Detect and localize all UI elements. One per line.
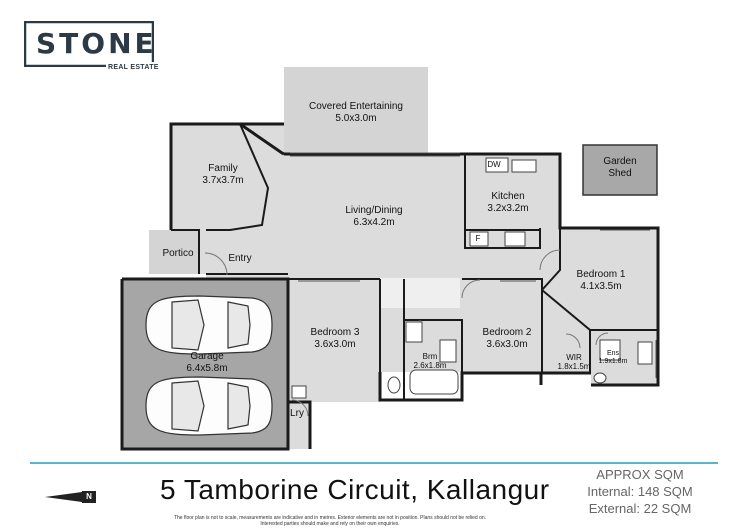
wall-garage-inner bbox=[288, 400, 312, 449]
wir-name: WIR bbox=[566, 353, 582, 362]
bedroom2-size: 3.6x3.0m bbox=[486, 339, 528, 350]
wir-size: 1.8x1.5m bbox=[557, 362, 591, 371]
living-dining-name: Living/Dining bbox=[345, 205, 403, 216]
garden-shed-label: Garden Shed bbox=[600, 156, 640, 180]
bedroom2-label: Bedroom 2 3.6x3.0m bbox=[483, 327, 532, 351]
wall-bottom bbox=[378, 371, 541, 402]
ens-name: Ens bbox=[606, 350, 620, 357]
bedroom3-label: Bedroom 3 3.6x3.0m bbox=[311, 327, 360, 351]
wall-top bbox=[284, 152, 660, 387]
wir-label: WIR 1.8x1.5m bbox=[558, 353, 591, 371]
vanity-brm bbox=[439, 339, 457, 363]
approx-sqm: APPROX SQM Internal: 148 SQM External: 2… bbox=[570, 466, 710, 517]
family-size: 3.7x3.7m bbox=[202, 175, 244, 186]
approx-title: APPROX SQM bbox=[596, 467, 684, 482]
brand-sub: REAL ESTATE bbox=[106, 64, 161, 71]
hall-floor bbox=[380, 278, 460, 308]
dw-label: DW bbox=[487, 160, 501, 169]
brm-size: 2.6x1.8m bbox=[413, 361, 447, 370]
entry-name: Entry bbox=[228, 253, 252, 264]
kitchen-sink bbox=[511, 159, 537, 173]
lry-name: Lry bbox=[290, 408, 304, 419]
covered-entertaining-size: 5.0x3.0m bbox=[335, 113, 377, 124]
garage-name: Garage bbox=[190, 351, 224, 362]
covered-entertaining-name: Covered Entertaining bbox=[309, 101, 403, 112]
kitchen-label: Kitchen 3.2x3.2m bbox=[487, 191, 528, 215]
garage-size: 6.4x5.8m bbox=[186, 363, 228, 374]
bedroom2-name: Bedroom 2 bbox=[482, 327, 532, 338]
living-dining-size: 6.3x4.2m bbox=[353, 217, 395, 228]
footer-rule bbox=[30, 462, 718, 464]
portico-label: Portico bbox=[162, 248, 193, 260]
ens-size: 1.9x1.8m bbox=[598, 358, 628, 365]
toilet-brm bbox=[387, 376, 401, 394]
brm-label: Brm 2.6x1.8m bbox=[414, 352, 447, 370]
family-name: Family bbox=[208, 163, 238, 174]
living-dining-label: Living/Dining 6.3x4.2m bbox=[345, 205, 402, 229]
bedroom3-size: 3.6x3.0m bbox=[314, 339, 356, 350]
vanity-ens bbox=[637, 341, 653, 365]
bedroom1-name: Bedroom 1 bbox=[576, 269, 626, 280]
garden-shed-name: Garden Shed bbox=[603, 156, 637, 179]
covered-entertaining-label: Covered Entertaining 5.0x3.0m bbox=[309, 101, 403, 125]
kitchen-name: Kitchen bbox=[491, 191, 525, 202]
garden-shed-area bbox=[582, 144, 658, 196]
wall-family-right bbox=[239, 122, 285, 156]
bedroom1-size: 4.1x3.5m bbox=[580, 281, 622, 292]
property-address: 5 Tamborine Circuit, Kallangur bbox=[160, 474, 550, 505]
north-arrow bbox=[45, 491, 96, 503]
covered-entertaining-area bbox=[284, 67, 428, 154]
brm-name: Brm bbox=[422, 352, 438, 361]
north-label: N bbox=[86, 492, 92, 501]
shower-ens bbox=[599, 339, 621, 361]
kitchen-size: 3.2x3.2m bbox=[487, 203, 529, 214]
fridge-box bbox=[469, 231, 489, 247]
fridge-label: F bbox=[475, 234, 481, 243]
garage-label: Garage 6.4x5.8m bbox=[186, 351, 227, 375]
bath bbox=[409, 369, 459, 395]
wall-bottom-right bbox=[539, 371, 591, 385]
dishwasher-box bbox=[485, 157, 509, 173]
internal-area: Internal: 148 SQM bbox=[587, 484, 693, 499]
wall-garage bbox=[120, 277, 290, 451]
portico-name: Portico bbox=[162, 248, 194, 259]
disclaimer-text: The floor plan is not to scale, measurem… bbox=[173, 515, 487, 527]
wall-family-top bbox=[169, 122, 284, 230]
lry-label: Lry bbox=[290, 408, 304, 420]
portico-area bbox=[149, 230, 199, 274]
shower-brm bbox=[405, 321, 423, 343]
entry-label: Entry bbox=[228, 253, 251, 265]
cars bbox=[145, 295, 273, 436]
family-label: Family 3.7x3.7m bbox=[202, 163, 243, 187]
stone-logo bbox=[24, 21, 154, 67]
laundry-tub bbox=[291, 385, 307, 399]
bedroom1-label: Bedroom 1 4.1x3.5m bbox=[577, 269, 626, 293]
bedroom3-name: Bedroom 3 bbox=[310, 327, 360, 338]
cooktop bbox=[504, 231, 526, 247]
external-area: External: 22 SQM bbox=[588, 501, 692, 516]
brand-name: STONE bbox=[36, 27, 157, 60]
toilet-ens bbox=[593, 372, 607, 384]
ens-label: Ens 1.9x1.8m bbox=[599, 350, 628, 366]
